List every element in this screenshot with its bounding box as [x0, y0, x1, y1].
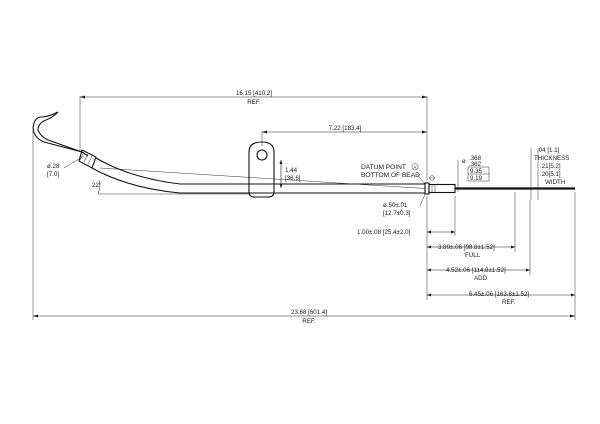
ferrule-ring — [83, 153, 89, 163]
dim-tube-diameter-value: ø.50±.01 — [383, 202, 408, 209]
tube-upper-edge — [95, 157, 425, 185]
datum-symbol-letter: A — [414, 165, 417, 170]
dim-blade-width-label: WIDTH — [545, 179, 565, 186]
tube-end — [428, 183, 456, 194]
dim-bracket-height-value: 1.44 — [285, 167, 298, 174]
dim-blade-width-lower: .20[5.1] — [540, 171, 561, 178]
dim-blade-thickness-label: THICKNESS — [534, 155, 569, 162]
dim-blade-width-upper: .21[5.2] — [540, 163, 561, 170]
datum-bead — [424, 182, 430, 195]
dim-bead-upper-mm: 9.35 — [470, 168, 483, 175]
dim-handle-diameter: ø.28 — [47, 163, 60, 170]
bracket-hole — [256, 149, 268, 161]
dim-add-value: 4.52±.06 [114.8±1.52] — [446, 267, 506, 274]
dim-blade-ref-value: 6.45±.06 [163.8±1.52] — [469, 291, 529, 298]
handle-ferrule — [78, 149, 97, 169]
dim-total-length: 23.68 [601.4] REF. — [32, 130, 575, 325]
datum-note-line1: DATUM POINT — [361, 164, 406, 171]
dim-bracket-distance: 7.22 [183.4] — [261, 125, 427, 146]
datum-note-line2: BOTTOM OF BEAD — [361, 172, 420, 179]
dim-blade-ref-label: REF. — [502, 299, 516, 306]
dim-blade-thickness-value: .04 [1.1] — [537, 147, 560, 154]
dim-add-label: ADD — [474, 275, 488, 282]
dim-datum-offset: 1.00±.08 [25.4±2.0] — [357, 196, 456, 300]
dim-overall-ref-label: REF. — [247, 99, 261, 106]
dim-handle-diameter-mm: [7.0] — [47, 171, 59, 178]
dim-overall-value: 16.15 [410.2] — [236, 90, 272, 97]
dim-overall-ref: 16.15 [410.2] REF. — [79, 90, 428, 180]
dim-full-label: FULL — [465, 252, 481, 259]
dim-bracket-height-mm: [36.6] — [285, 175, 301, 182]
dim-datum-offset-value: 1.00±.08 [25.4±2.0] — [357, 229, 411, 236]
dim-total-length-value: 23.68 [601.4] — [291, 309, 327, 316]
dim-bracket-distance-value: 7.22 [183.4] — [329, 125, 362, 132]
dim-bracket-height: 1.44 [36.6] — [279, 160, 301, 188]
datum-symbol — [411, 163, 419, 171]
dipstick-part — [32, 111, 575, 198]
dim-blade-size: .04 [1.1] THICKNESS .21[5.2] .20[5.1] WI… — [530, 147, 569, 200]
dim-bead-lower-mm: 9.19 — [470, 175, 483, 182]
dim-tube-diameter: ø.50±.01 [12.7±0.3] — [383, 193, 426, 217]
dim-blade-ref: 6.45±.06 [163.8±1.52] REF. — [427, 192, 576, 320]
dim-bead-upper: .368 — [469, 155, 482, 162]
dim-tube-diameter-mm: [12.7±0.3] — [383, 210, 411, 217]
handle-loop — [32, 111, 89, 157]
tube-bracket — [248, 141, 275, 198]
dim-handle: ø.28 [7.0] 22° — [47, 155, 250, 195]
dim-full-value: 3.89±.06 [98.8±1.52] — [438, 244, 495, 251]
datum-note: DATUM POINT A BOTTOM OF BEAD — [361, 163, 435, 185]
dim-full-mark: 3.89±.06 [98.8±1.52] FULL — [427, 192, 516, 259]
ferrule-ring — [87, 155, 93, 165]
handle-loop-inner — [37, 111, 83, 153]
tube-lower-edge — [91, 167, 425, 194]
tube-centerline — [99, 167, 426, 189]
dim-bead-lower: .362 — [469, 161, 482, 168]
dim-bead-prefix: ø — [462, 158, 466, 165]
dim-bead-diameter: ø .368 .362 9.35 9.19 — [457, 155, 490, 192]
dim-total-length-ref: REF. — [302, 318, 316, 325]
dim-handle-angle: 22° — [92, 182, 102, 189]
dim-add-mark: 4.52±.06 [114.8±1.52] ADD — [427, 200, 531, 282]
ferrule-ring — [79, 151, 85, 161]
